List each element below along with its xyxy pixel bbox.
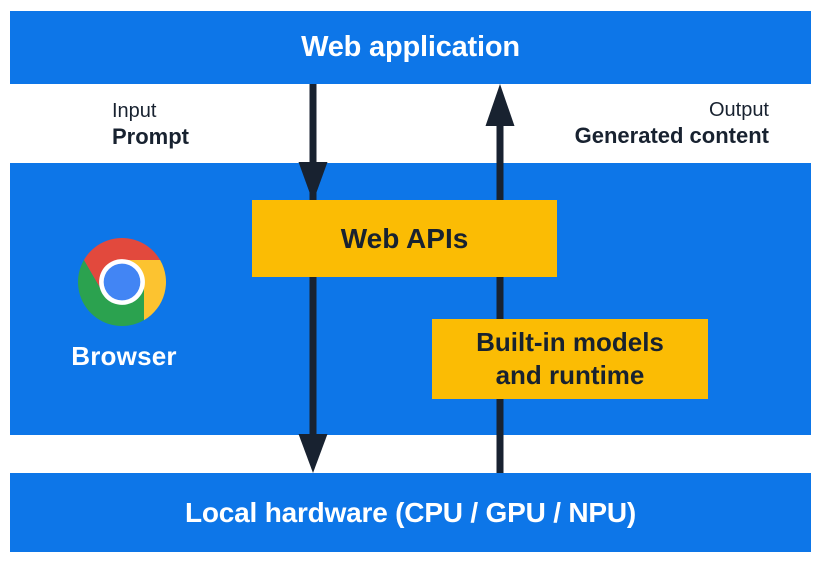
builtin-models-label-line1: Built-in models [476, 327, 664, 357]
builtin-models-label-line2: and runtime [495, 360, 645, 390]
input-title: Input [112, 100, 157, 122]
browser-label: Browser [71, 341, 177, 371]
input-label-group: Input Prompt [112, 99, 189, 150]
output-value-generated-content: Generated content [574, 123, 769, 148]
output-title: Output [708, 99, 769, 121]
web-application-layer: Web application [10, 11, 811, 84]
local-hardware-label: Local hardware (CPU / GPU / NPU) [184, 496, 637, 528]
input-value-prompt: Prompt [112, 124, 189, 149]
output-label-group: Output Generated content [575, 98, 769, 149]
builtin-models-box: Built-in models and runtime [432, 319, 708, 399]
web-application-label: Web application [301, 31, 520, 63]
web-apis-box: Web APIs [252, 200, 557, 277]
chrome-logo-icon [78, 238, 166, 326]
local-hardware-layer: Local hardware (CPU / GPU / NPU) [10, 473, 811, 552]
web-apis-label: Web APIs [340, 222, 469, 254]
